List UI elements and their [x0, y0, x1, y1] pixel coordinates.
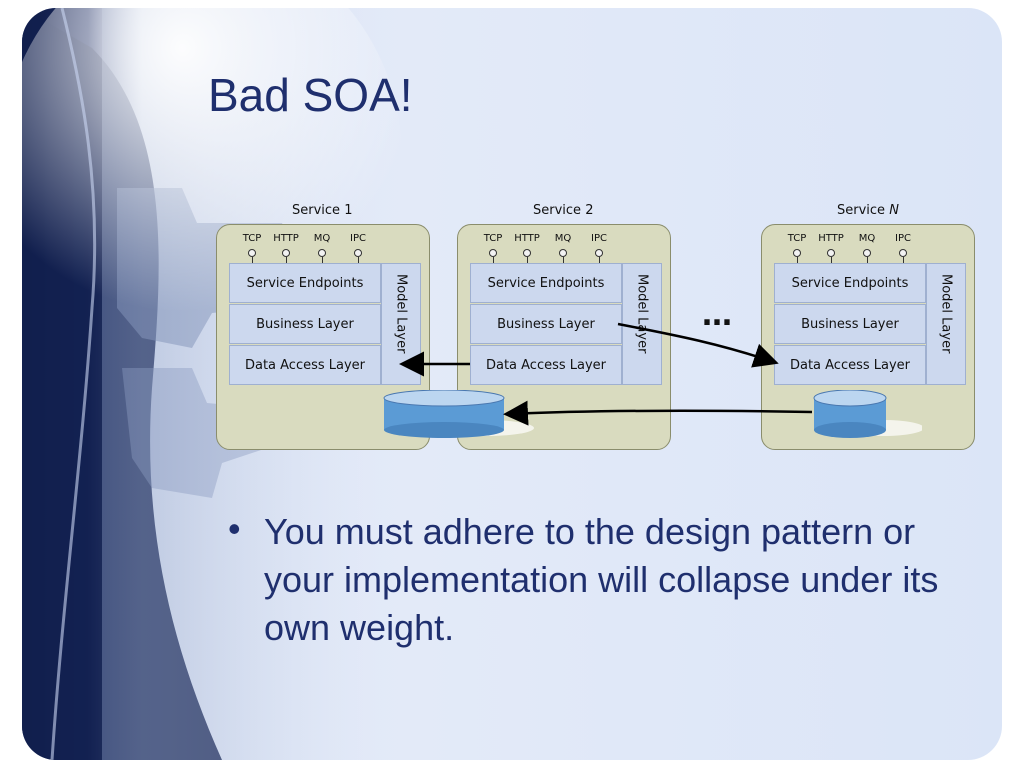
business-layer: Business Layer: [774, 304, 926, 344]
protocol-pin-icon: [489, 249, 497, 257]
protocol-ipc: IPC: [350, 233, 366, 244]
service-endpoints-layer: Service Endpoints: [470, 263, 622, 303]
protocol-mq: MQ: [858, 233, 876, 244]
bullet-text: You must adhere to the design pattern or…: [264, 511, 939, 648]
protocol-tcp: TCP: [787, 233, 807, 244]
protocol-pin-icon: [559, 249, 567, 257]
model-layer: Model Layer: [926, 263, 966, 385]
protocol-mq: MQ: [313, 233, 331, 244]
model-layer: Model Layer: [381, 263, 421, 385]
protocol-ipc: IPC: [895, 233, 911, 244]
database-cylinder-icon: [813, 390, 922, 438]
protocol-pin-icon: [523, 249, 531, 257]
data-access-layer: Data Access Layer: [470, 345, 622, 385]
data-access-layer: Data Access Layer: [774, 345, 926, 385]
protocol-pin-icon: [863, 249, 871, 257]
data-access-layer: Data Access Layer: [229, 345, 381, 385]
protocol-pin-icon: [248, 249, 256, 257]
service-1-label: Service 1: [292, 203, 353, 218]
service-2-label: Service 2: [533, 203, 594, 218]
slide-title: Bad SOA!: [208, 69, 413, 121]
protocol-http: HTTP: [273, 233, 299, 244]
service-endpoints-layer: Service Endpoints: [774, 263, 926, 303]
service-n-label: Service N: [837, 203, 899, 218]
protocol-ipc: IPC: [591, 233, 607, 244]
more-services-ellipsis: …: [702, 298, 733, 333]
protocol-pin-icon: [827, 249, 835, 257]
protocol-http: HTTP: [818, 233, 844, 244]
business-layer: Business Layer: [470, 304, 622, 344]
service-endpoints-layer: Service Endpoints: [229, 263, 381, 303]
model-layer: Model Layer: [622, 263, 662, 385]
protocol-pin-icon: [282, 249, 290, 257]
bullet-dot-icon: •: [228, 508, 241, 549]
business-layer: Business Layer: [229, 304, 381, 344]
database-cylinder-icon: [383, 390, 534, 438]
protocol-mq: MQ: [554, 233, 572, 244]
protocol-tcp: TCP: [483, 233, 503, 244]
protocol-pin-icon: [318, 249, 326, 257]
protocol-pin-icon: [899, 249, 907, 257]
protocol-pin-icon: [595, 249, 603, 257]
protocol-pin-icon: [354, 249, 362, 257]
protocol-http: HTTP: [514, 233, 540, 244]
protocol-tcp: TCP: [242, 233, 262, 244]
protocol-pin-icon: [793, 249, 801, 257]
